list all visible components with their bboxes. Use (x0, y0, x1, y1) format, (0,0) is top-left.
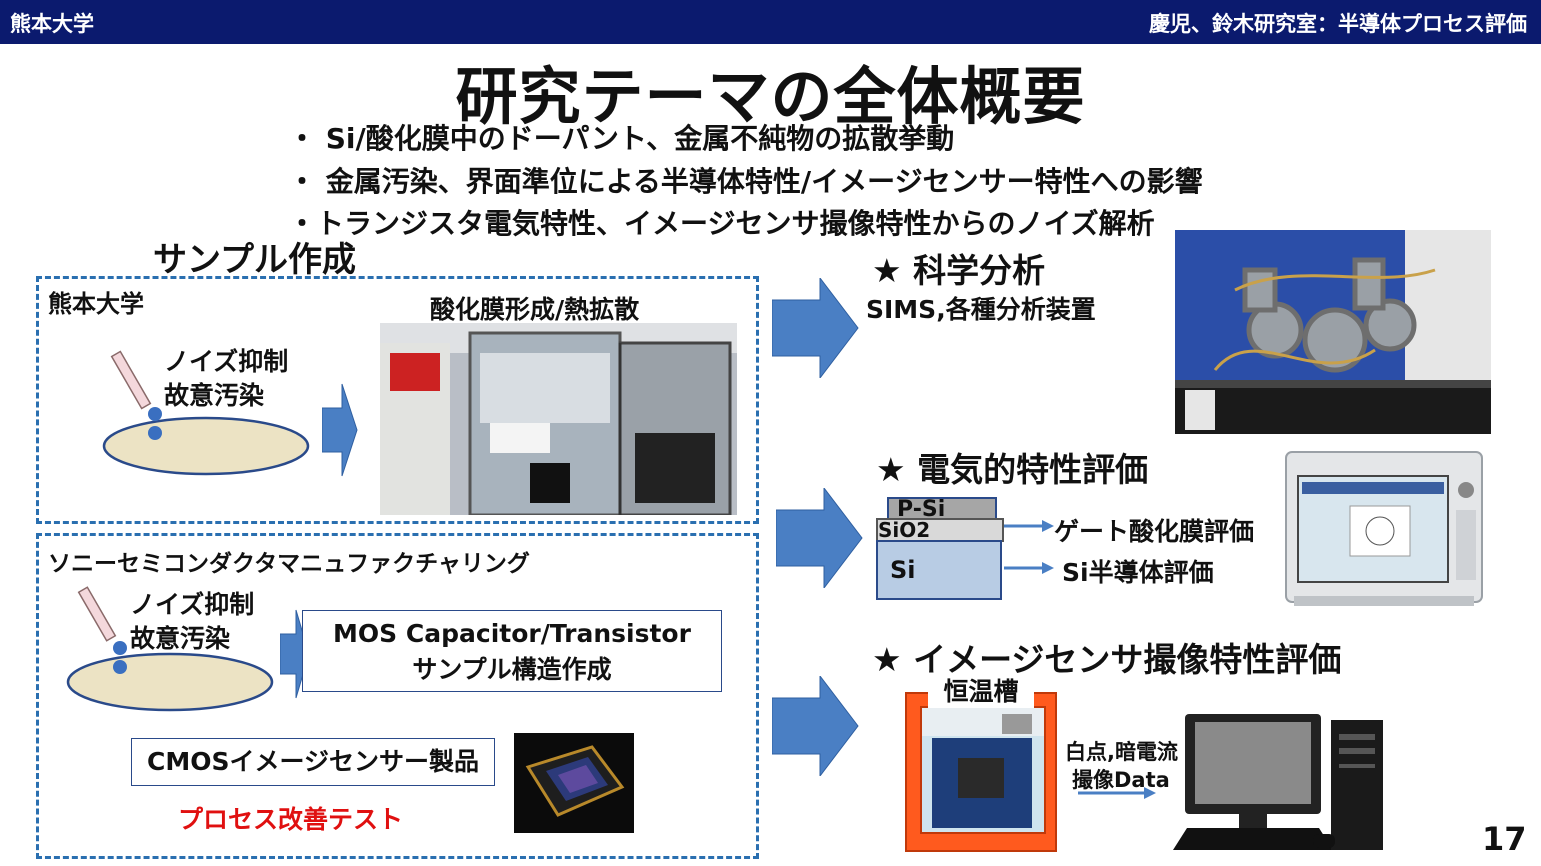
gate-arrow-icon (1004, 520, 1054, 532)
probe-needle-icon (110, 350, 152, 410)
sio2-layer: SiO2 (876, 518, 1004, 542)
image-heading: ★ イメージセンサ撮像特性評価 (872, 640, 1342, 679)
computer-icon (1173, 714, 1383, 850)
contaminant-dot (148, 407, 162, 421)
sims-photo (1175, 230, 1491, 434)
kumamoto-contam-label: 故意汚染 (164, 381, 265, 410)
si-substrate: Si (876, 540, 1002, 600)
bullet-3: ・トランジスタ電気特性、イメージセンサ撮像特性からのノイズ解析 (288, 207, 1155, 240)
bullet-1: ・ Si/酸化膜中のドーパント、金属不純物の拡散挙動 (288, 122, 955, 155)
si-semi-eval-label: Si半導体評価 (1062, 558, 1214, 587)
mos-structure-box: MOS Capacitor/Transistor サンプル構造作成 (302, 610, 722, 692)
page-title: 研究テーマの全体概要 (455, 60, 1086, 133)
data-arrow-icon (1078, 787, 1156, 799)
electric-heading: ★ 電気的特性評価 (876, 450, 1149, 489)
furnace-photo (380, 323, 737, 515)
header-bar (0, 0, 1541, 44)
white-spot-label: 白点,暗電流 (1065, 740, 1178, 764)
sony-contam-label: 故意汚染 (130, 624, 231, 653)
sony-wafer-diagram (66, 586, 274, 712)
mos-subtitle: サンプル構造作成 (412, 655, 612, 684)
sample-heading: サンプル作成 (153, 240, 356, 280)
cmos-sensor-chip-icon (514, 733, 634, 833)
header-org: 熊本大学 (10, 12, 94, 36)
chamber-photo (920, 706, 1046, 834)
chamber-label: 恒温槽 (928, 676, 1034, 708)
kumamoto-box (36, 276, 759, 524)
contaminant-dot (148, 426, 162, 440)
page-number: 17 (1482, 820, 1527, 858)
arrow-to-electric-icon (776, 488, 863, 588)
arrow-to-science-icon (772, 278, 859, 378)
contaminant-dot (113, 641, 127, 655)
sony-noise-label: ノイズ抑制 (130, 590, 255, 619)
kumamoto-process-label: 酸化膜形成/熱拡散 (430, 295, 640, 324)
probe-needle-icon (77, 586, 117, 642)
sony-label: ソニーセミコンダクタマニュファクチャリング (48, 551, 530, 577)
analyzer-photo (1280, 446, 1486, 612)
science-subtitle: SIMS,各種分析装置 (866, 295, 1096, 324)
science-heading: ★ 科学分析 (872, 251, 1046, 290)
process-improvement-label: プロセス改善テスト (178, 805, 404, 834)
arrow-to-image-icon (772, 676, 859, 776)
wafer-icon (66, 652, 274, 712)
kumamoto-wafer-diagram (102, 350, 310, 476)
gate-oxide-eval-label: ゲート酸化膜評価 (1054, 517, 1255, 546)
si-label: Si (890, 556, 916, 584)
sio2-label: SiO2 (878, 518, 931, 542)
wafer-icon (102, 416, 310, 476)
p-si-label: P-Si (897, 497, 946, 522)
contaminant-dot (113, 660, 127, 674)
cmos-product-box: CMOSイメージセンサー製品 (131, 738, 495, 786)
kumamoto-arrow-icon (322, 383, 358, 477)
kumamoto-label: 熊本大学 (48, 290, 144, 318)
bullet-2: ・ 金属汚染、界面準位による半導体特性/イメージセンサー特性への影響 (288, 165, 1203, 198)
imaging-data-label: 撮像Data (1072, 768, 1170, 792)
semi-arrow-icon (1004, 562, 1054, 574)
mos-title: MOS Capacitor/Transistor (333, 619, 691, 648)
header-lab: 慶児、鈴木研究室：半導体プロセス評価 (1149, 12, 1527, 36)
kumamoto-noise-label: ノイズ抑制 (164, 347, 289, 376)
sony-box (36, 533, 759, 859)
